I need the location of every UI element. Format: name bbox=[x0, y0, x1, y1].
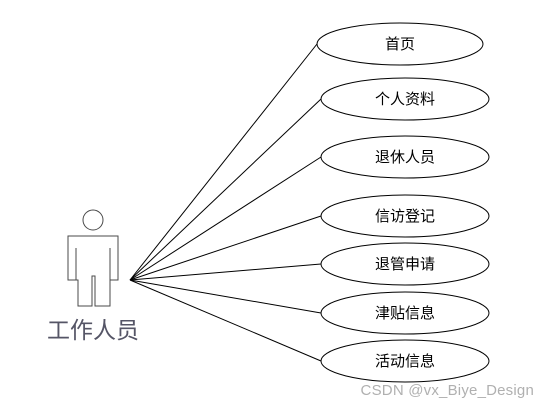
use-case: 退管申请 bbox=[320, 242, 490, 286]
association-lines bbox=[129, 43, 322, 362]
association-line bbox=[129, 279, 322, 362]
association-line bbox=[129, 263, 322, 281]
use-case-ellipse bbox=[320, 194, 490, 238]
actor-body bbox=[67, 235, 119, 307]
use-case-ellipse bbox=[320, 339, 490, 383]
use-case-label: 首页 bbox=[385, 35, 415, 53]
use-case-label: 信访登记 bbox=[375, 207, 435, 225]
actor-figure bbox=[67, 209, 119, 307]
use-case-ellipse bbox=[320, 77, 490, 121]
use-case-label: 津贴信息 bbox=[375, 304, 435, 322]
use-case-label: 活动信息 bbox=[375, 352, 435, 370]
use-case-label: 退管申请 bbox=[375, 255, 435, 273]
association-line bbox=[129, 215, 322, 281]
use-case-label: 个人资料 bbox=[375, 90, 435, 108]
use-case: 活动信息 bbox=[320, 339, 490, 383]
association-line bbox=[129, 156, 322, 281]
use-case-ellipse bbox=[320, 242, 490, 286]
association-line bbox=[129, 98, 322, 281]
association-line bbox=[129, 279, 322, 314]
actor-head bbox=[82, 209, 104, 231]
use-case-label: 退休人员 bbox=[375, 148, 435, 166]
use-case: 首页 bbox=[316, 22, 484, 66]
watermark: CSDN @vx_Biye_Design bbox=[360, 382, 534, 399]
use-case: 个人资料 bbox=[320, 77, 490, 121]
use-case-ellipse bbox=[320, 291, 490, 335]
association-line bbox=[129, 43, 318, 281]
use-case: 津贴信息 bbox=[320, 291, 490, 335]
use-case: 退休人员 bbox=[320, 135, 490, 179]
use-case: 信访登记 bbox=[320, 194, 490, 238]
use-case-ellipse bbox=[316, 22, 484, 66]
use-case-ellipse bbox=[320, 135, 490, 179]
actor-label: 工作人员 bbox=[47, 318, 139, 344]
